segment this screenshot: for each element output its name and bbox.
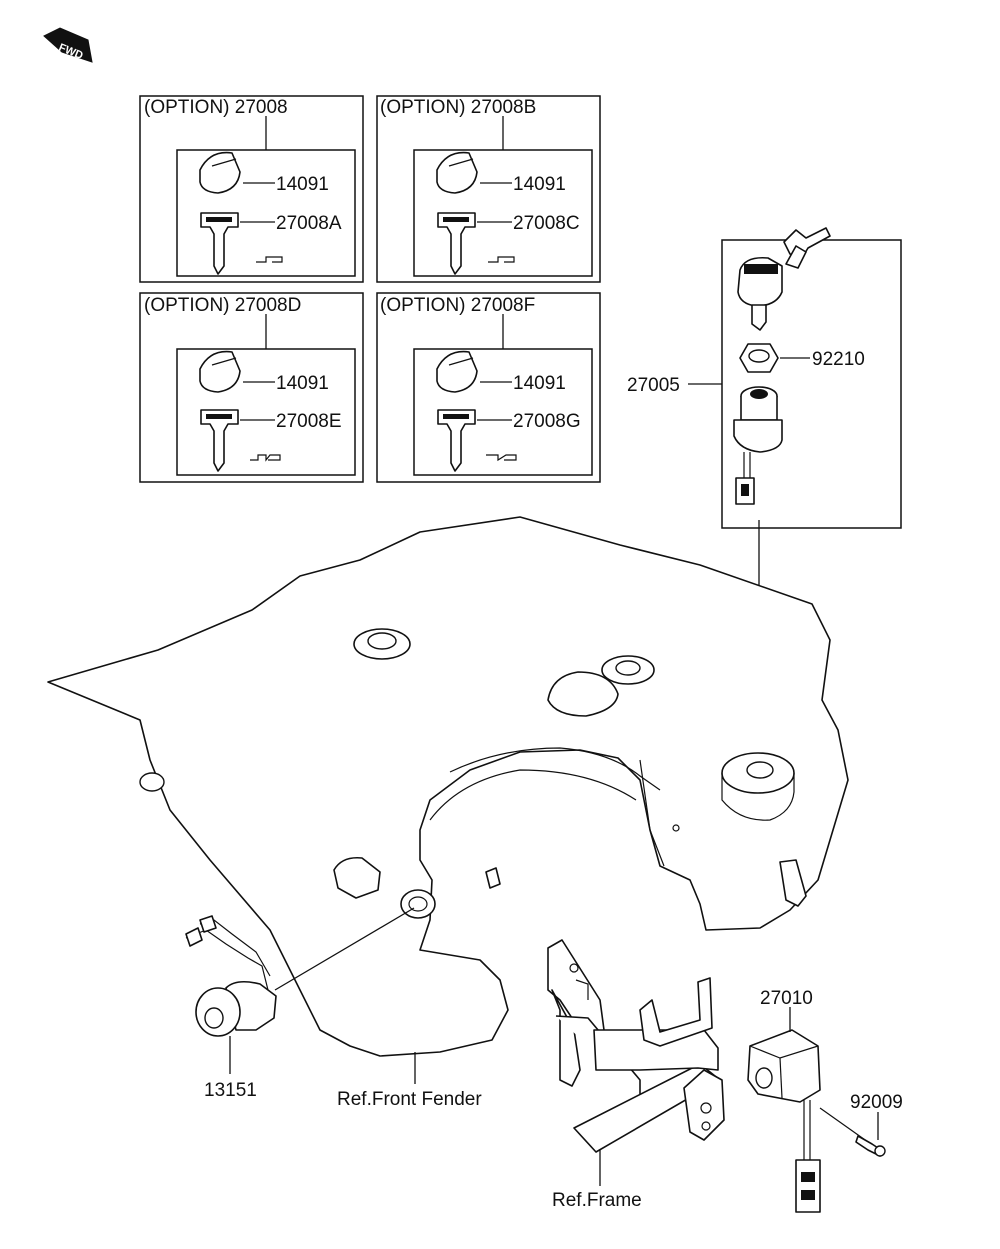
option-box-3: (OPTION) 27008D 14091 27008E <box>139 292 364 483</box>
option-box-1: (OPTION) 27008 14091 27008A <box>139 95 364 283</box>
ignition-switch-body-icon <box>733 386 783 505</box>
key-icon <box>200 212 239 275</box>
option-box-4: (OPTION) 27008F 14091 27008G <box>376 292 601 483</box>
screw-icon <box>819 1107 886 1157</box>
cap-part-4: 14091 <box>513 373 566 394</box>
front-fender-ref: Ref.Front Fender <box>337 1089 482 1110</box>
key-cap-icon <box>436 350 478 393</box>
key-cap-icon <box>199 151 241 194</box>
option-title-1: (OPTION) 27008 <box>144 97 288 118</box>
front-fender-outline <box>47 516 849 1057</box>
frame-ref: Ref.Frame <box>552 1190 642 1211</box>
key-icon <box>437 212 476 275</box>
key-profile-icon <box>486 454 517 462</box>
screw-part-label: 92009 <box>850 1092 903 1113</box>
cap-part-3: 14091 <box>276 373 329 394</box>
cap-part-2: 14091 <box>513 174 566 195</box>
indicator-lamp-icon <box>185 915 277 1037</box>
key-cap-icon <box>436 151 478 194</box>
lamp-leader <box>274 907 415 991</box>
nut-part-label: 92210 <box>812 349 865 370</box>
frame-part <box>547 939 725 1153</box>
key-icon <box>200 409 239 472</box>
key-icon <box>437 409 476 472</box>
assembly-part-label: 27005 <box>627 375 680 396</box>
ignition-assembly: 27005 92210 <box>627 227 902 529</box>
key-cap-icon <box>199 350 241 393</box>
option-title-4: (OPTION) 27008F <box>380 295 535 316</box>
option-title-2: (OPTION) 27008B <box>380 97 536 118</box>
key-profile-icon <box>250 454 281 462</box>
key-part-3: 27008E <box>276 411 342 432</box>
cap-part-1: 14091 <box>276 174 329 195</box>
fwd-arrow-icon: FWD <box>43 27 93 63</box>
key-profile-icon <box>488 256 515 263</box>
key-part-1: 27008A <box>276 213 342 234</box>
ignition-cap-icon <box>737 256 783 331</box>
key-icon <box>783 227 831 269</box>
key-part-2: 27008C <box>513 213 580 234</box>
switch-icon <box>747 1029 821 1213</box>
switch-part-label: 27010 <box>760 988 813 1009</box>
option-title-3: (OPTION) 27008D <box>144 295 301 316</box>
lamp-part-label: 13151 <box>204 1080 257 1101</box>
option-box-2: (OPTION) 27008B 14091 27008C <box>376 95 601 283</box>
key-profile-icon <box>256 256 283 263</box>
nut-icon <box>739 343 779 373</box>
key-part-4: 27008G <box>513 411 581 432</box>
